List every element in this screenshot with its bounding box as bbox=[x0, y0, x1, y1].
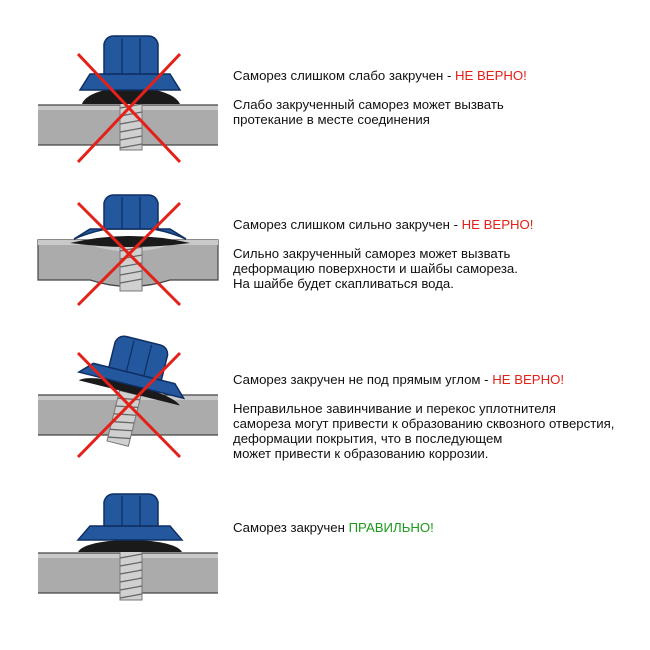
heading-text: Саморез слишком слабо закручен - bbox=[233, 68, 456, 83]
cross-icon bbox=[76, 52, 182, 164]
case-text: Саморез слишком сильно закручен - НЕ ВЕР… bbox=[233, 217, 533, 291]
rubber-gasket bbox=[78, 378, 180, 406]
rubber-gasket bbox=[70, 236, 190, 247]
description-line: протекание в месте соединения bbox=[233, 112, 430, 127]
metal-washer bbox=[78, 73, 182, 91]
case-heading: Саморез закручен не под прямым углом - Н… bbox=[233, 372, 614, 387]
cross-icon bbox=[76, 201, 182, 307]
case-heading: Саморез слишком слабо закручен - НЕ ВЕРН… bbox=[233, 68, 527, 83]
rubber-gasket bbox=[82, 87, 180, 104]
description-line: Сильно закрученный саморез может вызвать bbox=[233, 246, 511, 261]
case-under-tightened: Саморез слишком слабо закручен - НЕ ВЕРН… bbox=[0, 30, 650, 170]
screw-figure-over-tightened bbox=[37, 194, 219, 307]
case-description: Неправильное завинчивание и перекос упло… bbox=[233, 401, 614, 461]
heading-text: Саморез закручен не под прямым углом - bbox=[233, 372, 493, 387]
hex-head bbox=[107, 335, 169, 382]
screw-figure-correct bbox=[38, 493, 218, 601]
screw-figure-angled bbox=[38, 335, 218, 459]
description-line: деформации покрытия, что в последующем bbox=[233, 431, 503, 446]
case-correct: Саморез закручен ПРАВИЛЬНО! bbox=[0, 490, 650, 605]
description-line: деформацию поверхности и шайбы самореза. bbox=[233, 261, 518, 276]
description-line: Неправильное завинчивание и перекос упло… bbox=[233, 401, 556, 416]
cross-icon bbox=[76, 351, 182, 459]
case-description: Сильно закрученный саморез может вызвать… bbox=[233, 246, 533, 291]
description-line: может привести к образованию коррозии. bbox=[233, 446, 489, 461]
case-heading: Саморез закручен ПРАВИЛЬНО! bbox=[233, 520, 434, 535]
verdict-wrong: НЕ ВЕРНО! bbox=[492, 372, 565, 387]
case-over-tightened: Саморез слишком сильно закручен - НЕ ВЕР… bbox=[0, 185, 650, 310]
verdict-wrong: НЕ ВЕРНО! bbox=[461, 217, 534, 232]
heading-text: Саморез слишком сильно закручен - bbox=[233, 217, 462, 232]
case-angled: Саморез закручен не под прямым углом - Н… bbox=[0, 335, 650, 465]
screw-figure-under-tightened bbox=[38, 35, 218, 164]
verdict-wrong: НЕ ВЕРНО! bbox=[455, 68, 527, 83]
description-line: самореза могут привести к образованию ск… bbox=[233, 416, 615, 431]
case-description: Слабо закрученный саморез может вызвать … bbox=[233, 97, 527, 127]
case-text: Саморез закручен не под прямым углом - Н… bbox=[233, 372, 614, 461]
description-line: На шайбе будет скапливаться вода. bbox=[233, 276, 454, 291]
hex-head bbox=[103, 35, 159, 75]
case-text: Саморез слишком слабо закручен - НЕ ВЕРН… bbox=[233, 68, 527, 127]
case-heading: Саморез слишком сильно закручен - НЕ ВЕР… bbox=[233, 217, 533, 232]
hex-head bbox=[103, 493, 159, 527]
case-text: Саморез закручен ПРАВИЛЬНО! bbox=[233, 520, 434, 535]
screw-thread bbox=[119, 549, 143, 601]
verdict-correct: ПРАВИЛЬНО! bbox=[348, 520, 434, 535]
metal-washer bbox=[76, 362, 186, 400]
description-line: Слабо закрученный саморез может вызвать bbox=[233, 97, 504, 112]
heading-text: Саморез закручен bbox=[233, 520, 349, 535]
hex-head bbox=[103, 194, 159, 230]
metal-washer bbox=[76, 525, 184, 541]
rubber-gasket bbox=[78, 540, 182, 552]
